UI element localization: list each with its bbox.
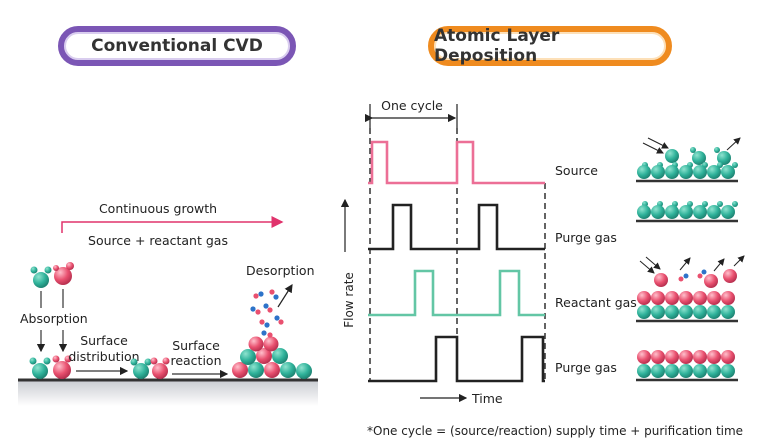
surface-distribution-label-1: Surface (80, 333, 128, 348)
one-cycle-label: One cycle (381, 98, 443, 113)
precursor-teal-molecule (30, 266, 52, 288)
adsorbed-pink (52, 355, 72, 379)
purge-pulse-2 (368, 335, 545, 383)
y-axis-label: Flow rate (342, 272, 356, 328)
surface-reaction-label-2: reaction (170, 353, 221, 368)
desorbed-fragments (250, 289, 284, 338)
cvd-panel: Continuous growth Source + reactant gas … (18, 201, 318, 406)
distributed-pair (130, 357, 170, 379)
ald-step-purge-2 (636, 350, 738, 382)
surface-distribution-label-2: distribution (68, 349, 139, 364)
gas-label: Source + reactant gas (88, 233, 228, 248)
reactant-pulse (368, 269, 545, 317)
cvd-title-text: Conventional CVD (91, 36, 263, 56)
cycle-footnote: *One cycle = (source/reaction) supply ti… (367, 424, 743, 438)
row-label-reactant: Reactant gas (555, 295, 637, 310)
source-pulse (368, 140, 545, 185)
ald-panel: One cycle Flow rate Time Source Purge ga… (340, 98, 745, 438)
row-label-purge-1: Purge gas (555, 230, 617, 245)
growth-label: Continuous growth (99, 201, 217, 216)
ald-step-source (636, 137, 741, 183)
growth-arrow (61, 216, 284, 233)
desorption-arrow (277, 283, 293, 308)
surface-reaction-label-1: Surface (172, 338, 220, 353)
ald-step-purge-1 (636, 201, 738, 223)
adsorbed-teal (29, 357, 51, 379)
row-label-source: Source (555, 163, 598, 178)
x-axis-label: Time (471, 391, 503, 406)
purge-pulse-1 (368, 203, 545, 251)
ald-title: Atomic Layer Deposition (428, 26, 672, 66)
cvd-title: Conventional CVD (58, 26, 296, 66)
desorption-label: Desorption (246, 263, 315, 278)
grown-film (232, 336, 312, 379)
row-label-purge-2: Purge gas (555, 360, 617, 375)
cvd-substrate (18, 380, 318, 406)
ald-title-text: Atomic Layer Deposition (434, 26, 560, 66)
absorption-label: Absorption (20, 311, 88, 326)
precursor-pink-molecule (53, 262, 74, 285)
ald-step-reactant (636, 255, 745, 323)
